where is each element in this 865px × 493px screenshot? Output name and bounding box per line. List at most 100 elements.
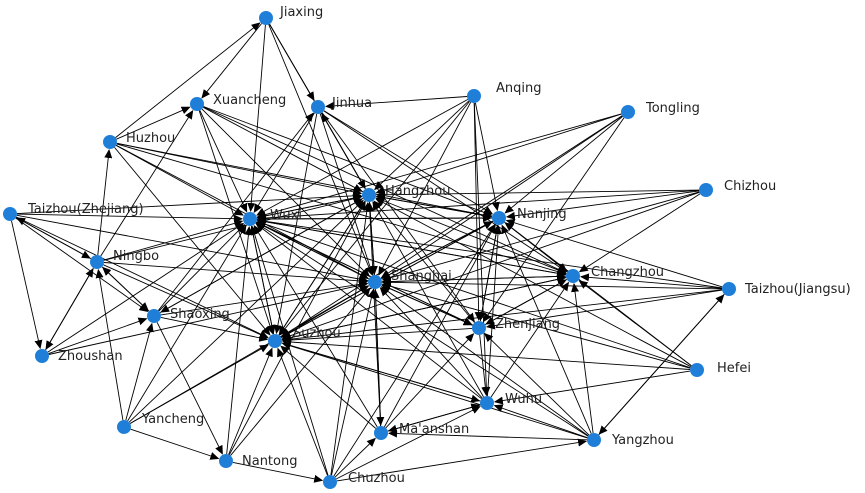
node-label-Huzhou: Huzhou [126,131,175,146]
edge-Huzhou-to-Hangzhou [116,142,363,196]
edge-Chizhou-to-Changzhou [578,193,701,273]
node-Hangzhou [362,188,376,202]
edge-Shanghai-to-Maanshan [374,288,385,426]
edge-Ningbo-to-Xuancheng [100,109,194,257]
edge-Nantong-to-Shanghai [230,287,371,456]
node-Chuzhou [323,475,337,489]
edge-Shanghai-to-Nanjing [380,221,493,280]
edge-Ningbo-to-Suzhou [103,264,269,339]
edge-Chuzhou-to-Wuxi [250,225,329,476]
edge-Shaoxing-to-Ningbo [102,266,150,312]
node-Jinhua [311,100,325,114]
node-label-Hefei: Hefei [717,361,751,376]
edge-Yangzhou-to-Zhenjiang [483,332,590,436]
node-label-Shanghai: Shanghai [391,269,452,284]
edge-TaizhouJS-to-Zhenjiang [485,289,723,330]
edge-TaizhouZJ-to-Zhoushan [11,220,43,350]
node-Xuancheng [190,97,204,111]
edge-Jinhua-to-Wuxi [253,112,315,214]
edge-Hefei-to-Wuxi [256,220,691,369]
edge-Hefei-to-Shanghai [381,282,691,369]
edge-Zhenjiang-to-Hangzhou [373,200,475,323]
node-label-Wuxi: Wuxi [270,208,302,223]
edge-Shanghai-to-Zhenjiang [381,284,473,326]
edge-TaizhouZJ-to-Wuxi [16,213,243,223]
edge-Hangzhou-to-Suzhou [278,200,366,336]
node-Zhoushan [35,349,49,363]
edge-Anqing-to-Jinhua [325,96,468,110]
edge-Jiaxing-to-Xuancheng [201,23,262,99]
node-Nantong [219,454,233,468]
node-Maanshan [374,426,388,440]
edge-TaizhouJS-to-Shanghai [382,278,723,290]
node-TaizhouJS [722,282,736,296]
edge-Suzhou-to-Changzhou [281,275,567,340]
edge-TaizhouZJ-to-Shanghai [16,214,369,283]
edge-Wuhu-to-Shanghai [379,287,483,399]
edge-Shaoxing-to-Wuxi [158,223,246,312]
edge-Hangzhou-to-Wuxi [256,195,363,220]
edge-Yangzhou-to-Nanjing [501,224,592,434]
edge-Ningbo-to-Hangzhou [103,194,363,261]
node-label-Tongling: Tongling [645,101,700,116]
edge-Jinhua-to-Changzhou [323,110,568,273]
edge-Wuxi-to-Zhenjiang [256,221,473,326]
edge-Changzhou-to-Hangzhou [375,197,567,274]
edge-Huzhou-to-Xuancheng [116,106,191,140]
node-Huzhou [103,135,117,149]
edge-Chuzhou-to-Yangzhou [336,438,588,482]
edge-Shanghai-to-Hangzhou [366,202,375,276]
node-Tongling [621,105,635,119]
node-label-Jinhua: Jinhua [331,96,372,111]
edge-Huzhou-to-Shanghai [115,144,369,279]
node-Shanghai [368,275,382,289]
edge-TaizhouJS-to-Yangzhou [598,293,725,435]
edge-Chizhou-to-Suzhou [281,191,700,340]
edge-Hangzhou-to-Shaoxing [160,198,364,313]
edge-Yangzhou-to-Maanshan [388,429,588,441]
node-label-Xuancheng: Xuancheng [213,93,286,108]
edge-Jinhua-to-Shanghai [319,113,374,276]
edge-Wuxi-to-Nanjing [256,214,492,223]
edge-Nantong-to-Chuzhou [232,461,324,483]
edge-Zhenjiang-to-Changzhou [484,279,567,325]
edge-Yancheng-to-Suzhou [129,344,269,424]
edge-TaizhouZJ-to-Hangzhou [16,191,362,215]
edge-Ningbo-to-Huzhou [97,149,113,256]
edge-Wuhu-to-Wuxi [255,223,482,400]
edge-Hangzhou-to-Nanjing [375,195,493,220]
edge-Wuhu-to-Nanjing [487,225,502,397]
edge-Yangzhou-to-Suzhou [281,341,588,439]
edge-Maanshan-to-Zhenjiang [385,333,475,429]
edge-Nantong-to-Suzhou [228,347,273,455]
edge-Wuhu-to-Maanshan [387,404,481,433]
node-label-Wuhu: Wuhu [505,392,542,407]
edge-TaizhouZJ-to-Suzhou [16,216,269,338]
node-Yancheng [117,420,131,434]
node-Yangzhou [587,433,601,447]
edge-Anqing-to-Shanghai [378,101,472,276]
edge-Yancheng-to-Nantong [130,428,220,460]
edge-Zhoushan-to-Wuxi [47,222,245,353]
node-Anqing [467,89,481,103]
node-label-TaizhouZJ: Taizhou(Zhejiang) [27,202,144,217]
edge-Hefei-to-Suzhou [282,338,691,370]
edge-Jiaxing-to-Wuxi [247,24,266,212]
node-label-Suzhou: Suzhou [293,326,341,341]
edge-Xuancheng-to-Changzhou [203,106,567,274]
edge-Huzhou-to-Suzhou [114,147,271,336]
edge-Chizhou-to-Hangzhou [376,189,700,199]
node-label-Ningbo: Ningbo [113,249,159,264]
edge-Yangzhou-to-Wuxi [255,222,589,437]
edge-Chizhou-to-Shanghai [381,191,700,282]
edge-Chuzhou-to-Suzhou [277,347,328,476]
node-Nanjing [492,211,506,225]
edges-layer [11,22,725,483]
edge-Jinhua-to-Suzhou [273,113,318,335]
edge-Shanghai-to-Wuxi [256,222,369,280]
edge-Jinhua-to-Zhenjiang [321,112,475,323]
edge-Tongling-to-Zhenjiang [482,117,625,323]
edge-Maanshan-to-Wuxi [253,224,378,428]
edge-Ningbo-to-Wuxi [103,219,244,261]
node-Chizhou [699,183,713,197]
